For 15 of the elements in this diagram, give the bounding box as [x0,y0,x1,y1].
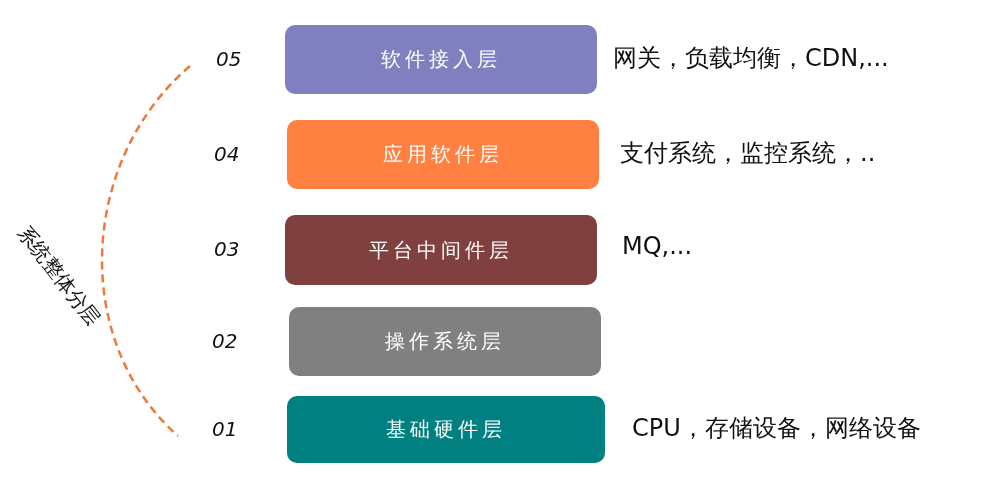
layer-examples: CPU，存储设备，网络设备 [632,412,921,444]
layer-number: 03 [214,237,240,261]
layer-box: 平台中间件层 [285,215,597,285]
layer-box: 基础硬件层 [287,396,605,463]
layer-box: 操作系统层 [289,307,601,376]
layer-number: 02 [212,328,238,353]
layer-number: 04 [214,141,240,166]
layer-number: 01 [212,416,238,441]
layer-box: 软件接入层 [285,25,597,94]
layer-number: 05 [216,46,242,71]
side-label: 系统整体分层 [11,220,107,332]
layer-examples: 支付系统，监控系统，.. [620,137,876,169]
layer-examples: 网关，负载均衡，CDN,... [613,42,889,74]
layer-box: 应用软件层 [287,120,599,189]
layer-examples: MQ,... [622,232,693,260]
